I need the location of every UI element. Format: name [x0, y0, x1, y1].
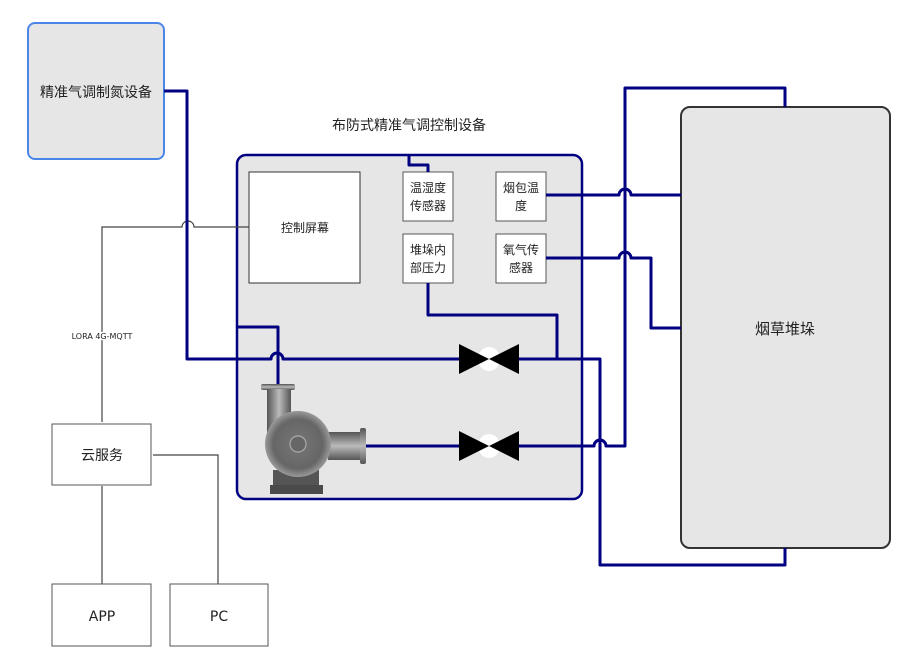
oxygen-sensor-node[interactable]: 氧气传 感器	[495, 233, 547, 284]
valve-icon[interactable]	[459, 431, 519, 461]
cloud-service-label: 云服务	[81, 448, 123, 464]
nitrogen-device-node[interactable]: 精准气调制氮设备	[27, 22, 165, 160]
app-node[interactable]: APP	[51, 583, 152, 647]
pressure-link	[426, 283, 559, 359]
stack-pressure-label-1: 堆垛内	[410, 242, 446, 257]
bale-temp-sensor-node[interactable]: 烟包温 度	[495, 171, 547, 222]
oxygen-sensor-label-2: 感器	[509, 260, 533, 275]
nitrogen-supply-pipe	[164, 89, 460, 361]
control-screen-label: 控制屏幕	[281, 221, 329, 235]
temp-humidity-sensor-node[interactable]: 温湿度 传感器	[402, 171, 454, 222]
oxygen-link	[546, 250, 681, 330]
bale-temp-link	[546, 187, 681, 197]
app-label: APP	[89, 609, 115, 625]
control-screen-node[interactable]: 控制屏幕	[248, 171, 361, 284]
tobacco-stack-node[interactable]: 烟草堆垛	[680, 106, 891, 549]
cloud-to-pc-line	[153, 454, 219, 584]
temp-humidity-label-2: 传感器	[410, 198, 446, 213]
stack-pressure-sensor-node[interactable]: 堆垛内 部压力	[402, 233, 454, 284]
network-label: LORA 4G-MQTT	[72, 332, 133, 341]
oxygen-sensor-label-1: 氧气传	[503, 242, 539, 257]
valve2-out-pipe	[518, 86, 787, 448]
stack-pressure-label-2: 部压力	[410, 260, 446, 275]
nitrogen-device-label: 精准气调制氮设备	[40, 84, 152, 101]
bale-temp-label-2: 度	[515, 198, 527, 213]
valve-icon[interactable]	[459, 344, 519, 374]
signal-lines	[101, 220, 249, 584]
temp-humidity-label-1: 温湿度	[410, 180, 446, 195]
pipe-lines	[164, 86, 787, 567]
tobacco-stack-label: 烟草堆垛	[755, 320, 815, 338]
screen-to-cloud-line	[101, 220, 249, 422]
temp-humidity-link	[407, 155, 430, 172]
cloud-service-node[interactable]: 云服务	[51, 423, 152, 486]
device-title: 布防式精准气调控制设备	[332, 117, 486, 134]
pc-node[interactable]: PC	[169, 583, 269, 647]
valve1-out-pipe	[518, 357, 787, 567]
pump-icon[interactable]	[261, 384, 366, 494]
pump-inlet-pipe	[237, 325, 280, 384]
bale-temp-label-1: 烟包温	[503, 181, 539, 195]
pc-label: PC	[210, 609, 228, 625]
